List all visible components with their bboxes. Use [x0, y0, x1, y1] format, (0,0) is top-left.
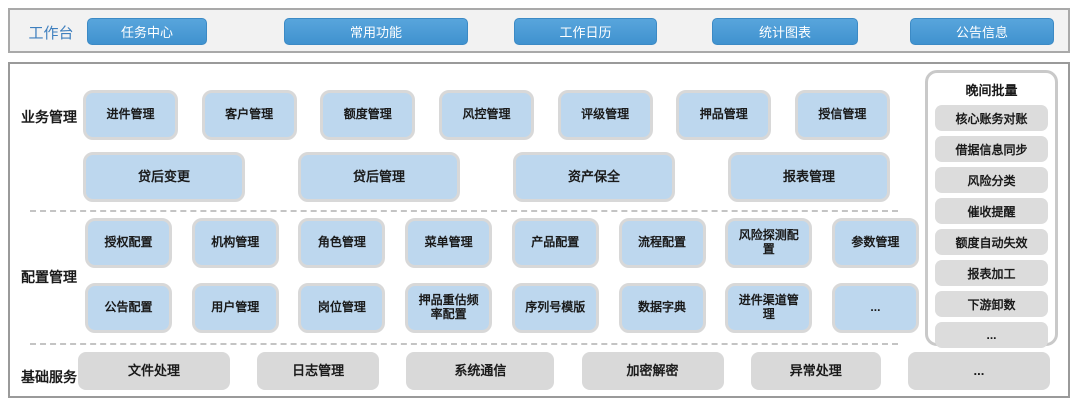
batch-job-box[interactable]: 额度自动失效	[935, 229, 1048, 255]
main-panel: 业务管理 进件管理客户管理额度管理风控管理评级管理押品管理授信管理 贷后变更贷后…	[8, 62, 1070, 398]
module-box[interactable]: 资产保全	[513, 152, 675, 202]
module-box[interactable]: 角色管理	[298, 218, 386, 268]
module-box[interactable]: 贷后管理	[298, 152, 460, 202]
batch-job-box[interactable]: 报表加工	[935, 260, 1048, 286]
module-box[interactable]: 进件渠道管理	[725, 283, 813, 333]
service-box[interactable]: 加密解密	[581, 352, 724, 390]
module-box[interactable]: 公告配置	[85, 283, 172, 333]
module-box[interactable]: 评级管理	[557, 90, 653, 140]
workbench-button[interactable]: 公告信息	[910, 18, 1054, 45]
module-box[interactable]: ...	[831, 283, 919, 333]
module-box[interactable]: 客户管理	[201, 90, 297, 140]
batch-job-box[interactable]: 借据信息同步	[935, 136, 1048, 162]
service-box[interactable]: 文件处理	[78, 352, 230, 390]
module-box[interactable]: 授信管理	[794, 90, 890, 140]
module-box[interactable]: 报表管理	[728, 152, 890, 202]
batch-job-box[interactable]: 催收提醒	[935, 198, 1048, 224]
section-label-config: 配置管理	[21, 269, 77, 285]
business-row-2: 贷后变更 贷后管理 资产保全 报表管理	[83, 152, 890, 202]
module-box[interactable]: 额度管理	[320, 90, 416, 140]
module-box[interactable]: 贷后变更	[83, 152, 245, 202]
workbench-buttons: 任务中心 常用功能 工作日历 统计图表 公告信息	[10, 10, 1068, 51]
workbench-button[interactable]: 工作日历	[514, 18, 657, 45]
section-divider	[30, 210, 898, 212]
module-box[interactable]: 授权配置	[85, 218, 172, 268]
section-label-base: 基础服务	[21, 369, 77, 385]
module-box[interactable]: 菜单管理	[405, 218, 493, 268]
module-box[interactable]: 数据字典	[618, 283, 706, 333]
base-service-row: 文件处理日志管理系统通信加密解密异常处理...	[78, 352, 1050, 390]
section-divider	[30, 343, 898, 345]
workbench-button[interactable]: 常用功能	[284, 18, 468, 45]
module-box[interactable]: 进件管理	[83, 90, 178, 140]
service-box[interactable]: 日志管理	[257, 352, 380, 390]
batch-job-box[interactable]: 风险分类	[935, 167, 1048, 193]
batch-job-box[interactable]: 核心账务对账	[935, 105, 1048, 131]
workbench-button[interactable]: 任务中心	[87, 18, 207, 45]
module-box[interactable]: 押品重估频率配置	[405, 283, 493, 333]
business-row-1: 进件管理客户管理额度管理风控管理评级管理押品管理授信管理	[83, 90, 890, 140]
service-box[interactable]: 系统通信	[406, 352, 555, 390]
workbench-label: 工作台	[28, 25, 74, 42]
night-batch-panel: 晚间批量 核心账务对账借据信息同步风险分类催收提醒额度自动失效报表加工下游卸数.…	[925, 70, 1058, 348]
config-row-1: 授权配置机构管理角色管理菜单管理产品配置流程配置风险探测配置参数管理	[85, 218, 919, 268]
module-box[interactable]: 参数管理	[831, 218, 919, 268]
night-batch-title: 晚间批量	[965, 83, 1018, 98]
module-box[interactable]: 岗位管理	[298, 283, 386, 333]
night-batch-items: 核心账务对账借据信息同步风险分类催收提醒额度自动失效报表加工下游卸数...	[935, 105, 1048, 348]
workbench-button[interactable]: 统计图表	[712, 18, 858, 45]
module-box[interactable]: 产品配置	[511, 218, 599, 268]
module-box[interactable]: 风控管理	[438, 90, 534, 140]
module-box[interactable]: 机构管理	[191, 218, 279, 268]
batch-job-box[interactable]: 下游卸数	[935, 291, 1048, 317]
module-box[interactable]: 押品管理	[676, 90, 772, 140]
module-box[interactable]: 用户管理	[191, 283, 279, 333]
module-box[interactable]: 风险探测配置	[725, 218, 813, 268]
module-box[interactable]: 序列号模版	[511, 283, 599, 333]
section-label-business: 业务管理	[21, 109, 77, 125]
batch-job-box[interactable]: ...	[935, 322, 1048, 348]
workbench-bar: 工作台 任务中心 常用功能 工作日历 统计图表 公告信息	[8, 8, 1070, 53]
module-box[interactable]: 流程配置	[618, 218, 706, 268]
service-box[interactable]: ...	[907, 352, 1050, 390]
config-row-2: 公告配置用户管理岗位管理押品重估频率配置序列号模版数据字典进件渠道管理...	[85, 283, 919, 333]
service-box[interactable]: 异常处理	[750, 352, 881, 390]
